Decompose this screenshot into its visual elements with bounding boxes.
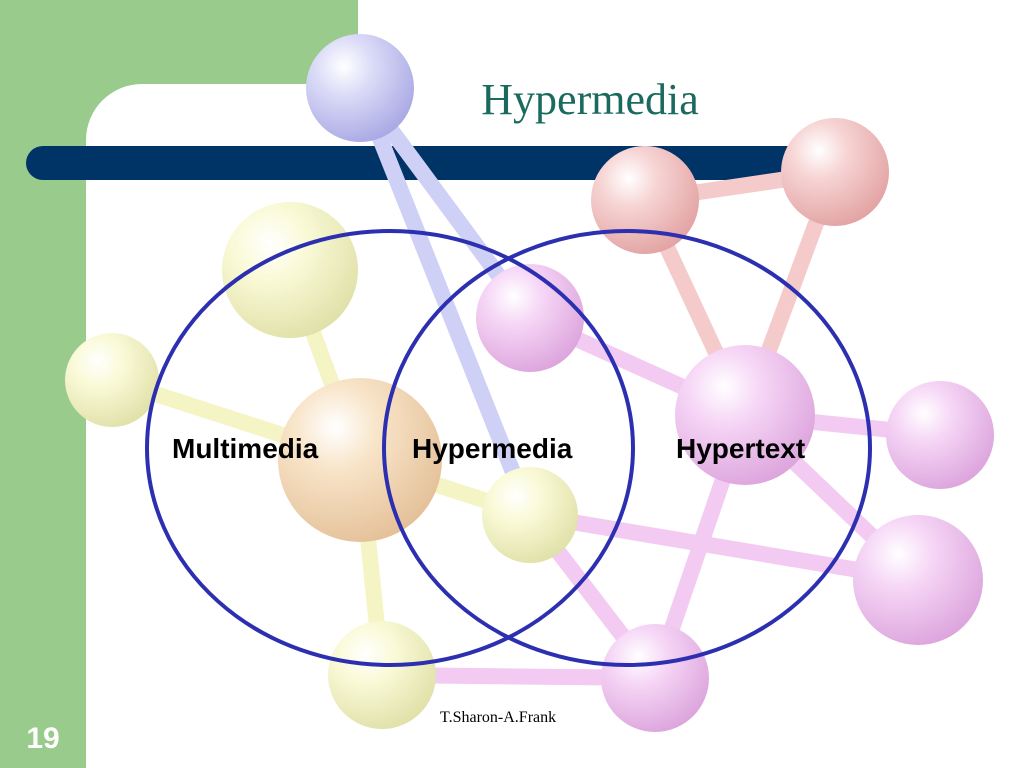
atom-pink [886, 381, 994, 489]
atom-pink [675, 345, 815, 485]
atom-pink [601, 624, 709, 732]
venn-circle-multimedia [145, 229, 635, 667]
atom-pink [853, 515, 983, 645]
slide-title: Hypermedia [481, 75, 699, 124]
molecule-atoms [65, 34, 994, 732]
slide-number: 19 [26, 722, 60, 755]
atom-yellow [328, 621, 436, 729]
venn-label-hypermedia: Hypermedia [412, 433, 573, 464]
atom-pink [476, 264, 584, 372]
atom-yellow [65, 333, 159, 427]
venn-label-multimedia: Multimedia [172, 433, 319, 464]
atom-red [591, 146, 699, 254]
venn-circle-hypertext [382, 229, 872, 667]
atom-orange [278, 378, 442, 542]
atom-red [781, 118, 889, 226]
atom-blue [306, 34, 414, 142]
venn-diagram [145, 229, 872, 667]
atom-yellow [482, 467, 578, 563]
atom-yellow [222, 202, 358, 338]
footer-author: T.Sharon-A.Frank [440, 709, 557, 726]
venn-label-hypertext: Hypertext [676, 433, 806, 464]
